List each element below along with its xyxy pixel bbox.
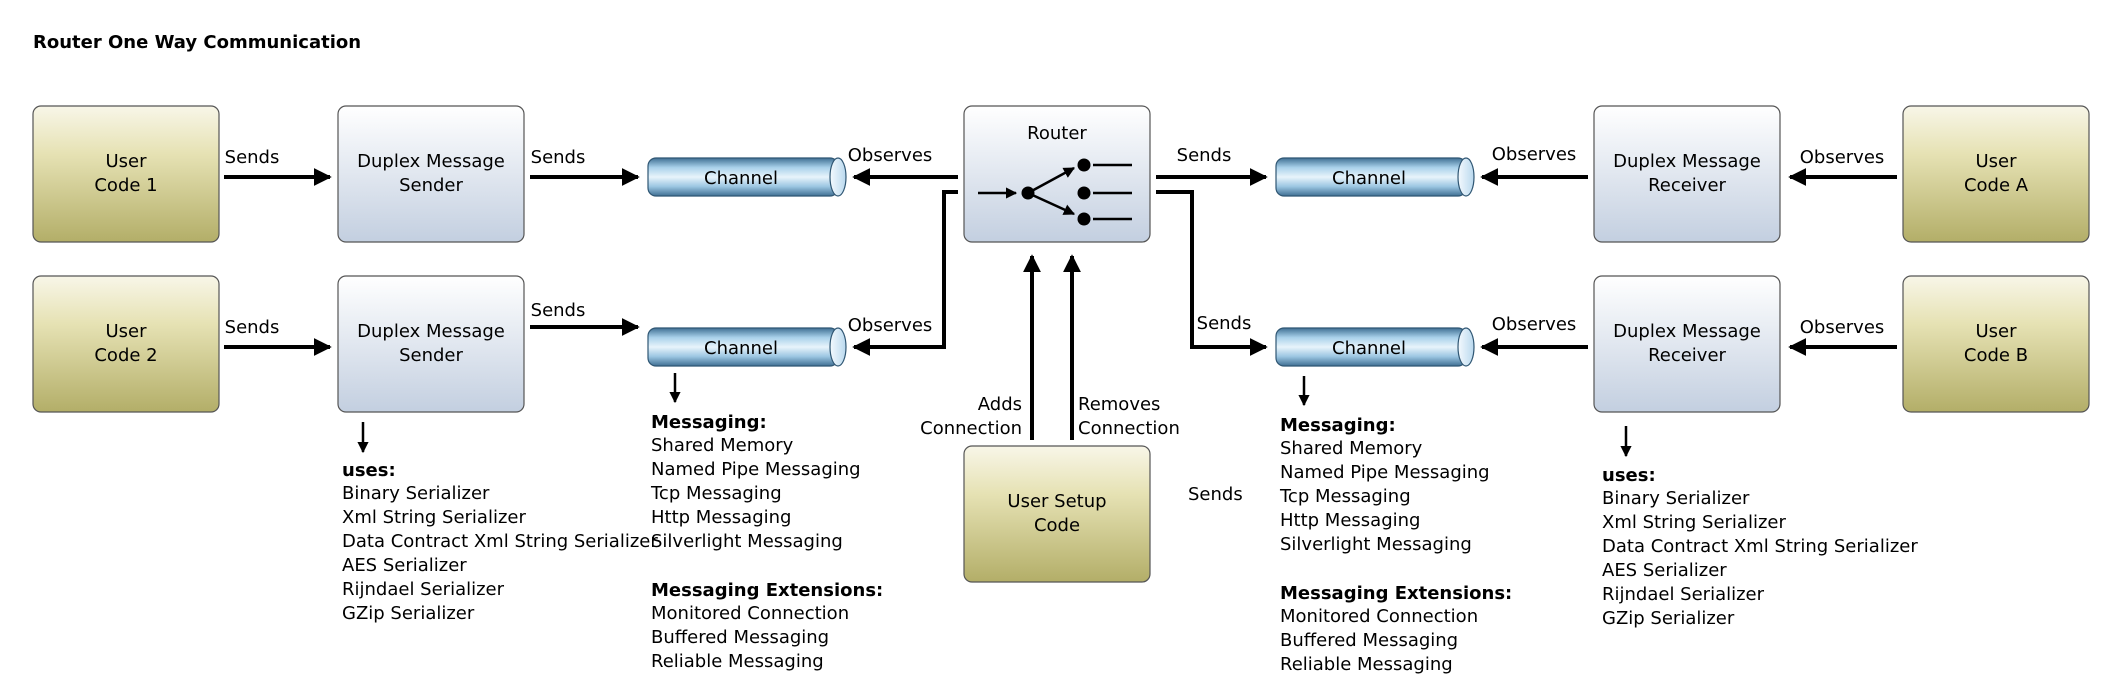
user-setup-code-box: User Setup Code <box>963 445 1151 583</box>
channel-left-1: Channel <box>647 157 847 197</box>
svg-text:Channel: Channel <box>704 168 778 189</box>
list-item: Silverlight Messaging <box>1280 534 1472 555</box>
duplex-message-sender-1-box: Duplex Message Sender <box>337 105 525 243</box>
user-code-2-box: User Code 2 <box>32 275 220 413</box>
list-item: Http Messaging <box>651 507 791 528</box>
list-item: Named Pipe Messaging <box>651 459 861 480</box>
list-item: Reliable Messaging <box>1280 654 1453 675</box>
arrow-observes-left-2 <box>852 190 958 356</box>
label-removes-connection: Connection <box>1078 418 1180 439</box>
list-item: GZip Serializer <box>342 603 475 624</box>
list-item: AES Serializer <box>342 555 467 576</box>
svg-text:Code: Code <box>1034 515 1080 536</box>
messaging-right-list: Messaging: Shared Memory Named Pipe Mess… <box>1279 415 1512 675</box>
arrow-sends-router-2 <box>1156 190 1268 356</box>
list-item: Reliable Messaging <box>651 651 824 672</box>
diagram-title: Router One Way Communication <box>33 32 361 53</box>
serializers-left-list: uses: Binary Serializer Xml String Seria… <box>342 460 658 624</box>
label-sends-router-1: Sends <box>1177 145 1232 166</box>
list-item: Shared Memory <box>1280 438 1423 459</box>
list-item: Monitored Connection <box>1280 606 1478 627</box>
svg-text:Code 1: Code 1 <box>94 175 157 196</box>
label-sends-4: Sends <box>531 300 586 321</box>
label-sends-router-2: Sends <box>1197 313 1252 334</box>
label-observes-left-2: Observes <box>848 315 933 336</box>
svg-text:Messaging:: Messaging: <box>651 412 767 433</box>
user-code-1-box: User Code 1 <box>32 105 220 243</box>
list-item: Binary Serializer <box>1602 488 1750 509</box>
svg-text:Messaging Extensions:: Messaging Extensions: <box>1280 583 1512 604</box>
list-item: Rijndael Serializer <box>1602 584 1765 605</box>
label-observes-right-2: Observes <box>1492 314 1577 335</box>
list-item: Shared Memory <box>651 435 794 456</box>
svg-text:Sender: Sender <box>399 175 463 196</box>
label-adds: Adds <box>978 394 1022 415</box>
list-item: AES Serializer <box>1602 560 1727 581</box>
list-item: Http Messaging <box>1280 510 1420 531</box>
duplex-message-receiver-a-box: Duplex Message Receiver <box>1593 105 1781 243</box>
label-observes-left-1: Observes <box>848 145 933 166</box>
label-sends-3: Sends <box>531 147 586 168</box>
list-item: Buffered Messaging <box>651 627 829 648</box>
svg-text:Messaging:: Messaging: <box>1280 415 1396 436</box>
channel-left-2: Channel <box>647 327 847 367</box>
label-sends-1: Sends <box>225 147 280 168</box>
svg-text:Router: Router <box>1027 123 1087 144</box>
svg-text:Receiver: Receiver <box>1648 175 1726 196</box>
user-code-b-box: User Code B <box>1902 275 2090 413</box>
channel-right-2: Channel <box>1275 327 1475 367</box>
svg-text:User: User <box>1975 151 2017 172</box>
list-item: Xml String Serializer <box>342 507 526 528</box>
router-switch-icon <box>978 158 1132 226</box>
list-item: Rijndael Serializer <box>342 579 505 600</box>
duplex-message-sender-2-box: Duplex Message Sender <box>337 275 525 413</box>
router-box: Router <box>963 105 1151 243</box>
svg-text:Duplex Message: Duplex Message <box>357 321 505 342</box>
label-adds-connection: Connection <box>920 418 1022 439</box>
svg-text:Duplex Message: Duplex Message <box>1613 321 1761 342</box>
svg-text:Duplex Message: Duplex Message <box>1613 151 1761 172</box>
user-code-a-box: User Code A <box>1902 105 2090 243</box>
list-item: Monitored Connection <box>651 603 849 624</box>
svg-text:Code A: Code A <box>1964 175 2029 196</box>
svg-text:Channel: Channel <box>1332 168 1406 189</box>
svg-text:User: User <box>1975 321 2017 342</box>
list-item: Named Pipe Messaging <box>1280 462 1490 483</box>
list-item: Tcp Messaging <box>1279 486 1411 507</box>
serializers-right-list: uses: Binary Serializer Xml String Seria… <box>1602 465 1918 629</box>
label-observes-user-b: Observes <box>1800 317 1885 338</box>
duplex-message-receiver-b-box: Duplex Message Receiver <box>1593 275 1781 413</box>
svg-text:Duplex Message: Duplex Message <box>357 151 505 172</box>
svg-text:Messaging Extensions:: Messaging Extensions: <box>651 580 883 601</box>
svg-text:uses:: uses: <box>342 460 396 481</box>
list-item: Binary Serializer <box>342 483 490 504</box>
svg-text:Code 2: Code 2 <box>94 345 157 366</box>
svg-text:Channel: Channel <box>1332 338 1406 359</box>
svg-text:User Setup: User Setup <box>1007 491 1106 512</box>
svg-text:Receiver: Receiver <box>1648 345 1726 366</box>
svg-text:User: User <box>105 321 147 342</box>
messaging-left-list: Messaging: Shared Memory Named Pipe Mess… <box>650 412 883 672</box>
label-removes: Removes <box>1078 394 1160 415</box>
list-item: GZip Serializer <box>1602 608 1735 629</box>
list-item: Xml String Serializer <box>1602 512 1786 533</box>
label-observes-right-1: Observes <box>1492 144 1577 165</box>
channel-right-1: Channel <box>1275 157 1475 197</box>
list-item: Data Contract Xml String Serializer <box>1602 536 1918 557</box>
svg-text:User: User <box>105 151 147 172</box>
svg-text:Channel: Channel <box>704 338 778 359</box>
label-sends-2: Sends <box>225 317 280 338</box>
list-item: Data Contract Xml String Serializer <box>342 531 658 552</box>
label-sends-setup: Sends <box>1188 484 1243 505</box>
label-observes-user-a: Observes <box>1800 147 1885 168</box>
list-item: Tcp Messaging <box>650 483 782 504</box>
list-item: Silverlight Messaging <box>651 531 843 552</box>
svg-text:uses:: uses: <box>1602 465 1656 486</box>
svg-text:Code B: Code B <box>1964 345 2028 366</box>
list-item: Buffered Messaging <box>1280 630 1458 651</box>
svg-text:Sender: Sender <box>399 345 463 366</box>
